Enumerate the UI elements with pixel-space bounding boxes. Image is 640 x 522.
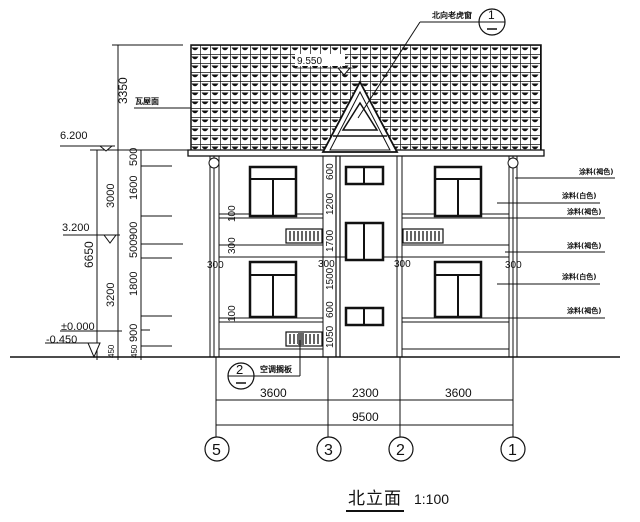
svg-text:450: 450	[107, 344, 116, 358]
svg-text:涂料(褐色): 涂料(褐色)	[567, 241, 601, 250]
svg-text:900: 900	[128, 222, 140, 240]
svg-text:300: 300	[207, 260, 224, 271]
svg-text:3000: 3000	[105, 184, 117, 208]
windows	[248, 165, 483, 327]
ac-shelf-2f-right	[402, 228, 444, 244]
svg-text:300: 300	[318, 259, 335, 270]
svg-text:-0.450: -0.450	[46, 334, 77, 346]
bottom-dimensions	[215, 357, 514, 430]
svg-text:9500: 9500	[352, 410, 379, 424]
axis-1: 1	[500, 430, 526, 462]
finish-labels	[497, 177, 615, 319]
svg-text:±0.000: ±0.000	[61, 321, 95, 333]
svg-text:2300: 2300	[352, 386, 379, 400]
axis-2: 2	[388, 430, 414, 462]
svg-text:6650: 6650	[82, 241, 96, 268]
svg-text:600: 600	[325, 301, 336, 318]
ac-shelf-callout: 2 空调搁板	[227, 340, 301, 390]
svg-text:3200: 3200	[105, 283, 117, 307]
svg-text:100: 100	[227, 305, 238, 322]
svg-text:3350: 3350	[116, 77, 130, 104]
svg-text:空调搁板: 空调搁板	[260, 364, 293, 374]
drawing-scale: 1:100	[414, 491, 450, 507]
svg-text:1500: 1500	[325, 267, 336, 290]
svg-text:300: 300	[505, 260, 522, 271]
svg-text:1700: 1700	[325, 229, 336, 252]
left-dimension-text: 3350 6.200 3.200 ±0.000 -0.450 6650 3000…	[46, 77, 140, 358]
svg-text:300: 300	[227, 237, 238, 254]
svg-text:涂料(褐色): 涂料(褐色)	[567, 207, 601, 216]
svg-text:1600: 1600	[128, 176, 140, 200]
stair-window-low	[344, 306, 385, 327]
svg-text:2: 2	[396, 442, 405, 459]
svg-text:450: 450	[130, 344, 139, 358]
svg-text:涂料(褐色): 涂料(褐色)	[567, 306, 601, 315]
svg-text:涂料(白色): 涂料(白色)	[562, 272, 596, 281]
svg-text:瓦屋面: 瓦屋面	[135, 96, 159, 106]
stair-window-top	[344, 165, 385, 186]
svg-text:3600: 3600	[260, 386, 287, 400]
svg-text:2: 2	[236, 362, 243, 377]
stair-window-mid	[344, 221, 385, 262]
svg-text:涂料(白色): 涂料(白色)	[562, 191, 596, 200]
svg-text:1: 1	[508, 442, 517, 459]
window-2f-left	[248, 165, 298, 218]
svg-text:500: 500	[128, 148, 140, 166]
dormer-callout: 北向老虎窗 1	[357, 8, 506, 119]
svg-text:500: 500	[128, 240, 140, 258]
window-1f-left	[248, 260, 298, 319]
svg-text:3600: 3600	[445, 386, 472, 400]
svg-text:1800: 1800	[128, 272, 140, 296]
axis-markers: 5 3 2 1	[204, 425, 526, 462]
axis-3: 3	[316, 430, 342, 462]
dormer-window	[321, 80, 399, 153]
bottom-dimension-text: 3600 2300 3600 9500	[260, 386, 472, 424]
svg-text:100: 100	[227, 205, 238, 222]
svg-text:300: 300	[394, 259, 411, 270]
left-dimensions	[45, 44, 191, 360]
svg-text:涂料(褐色): 涂料(褐色)	[579, 167, 613, 176]
svg-text:9.550: 9.550	[297, 56, 322, 67]
svg-text:6.200: 6.200	[60, 130, 88, 142]
middle-dimensions: 600 1200 1700 1500 600 1050	[325, 163, 336, 348]
roof: 9.550	[187, 44, 545, 157]
svg-text:900: 900	[128, 324, 140, 342]
window-1f-right	[433, 260, 483, 319]
svg-text:3: 3	[324, 442, 333, 459]
ridge-elevation-mark: 9.550	[295, 54, 355, 76]
svg-text:1050: 1050	[325, 325, 336, 348]
facade-dimensions: 100 300 300 300 300 300 100	[207, 205, 522, 322]
window-2f-right	[433, 165, 483, 218]
drawing-title: 北立面	[346, 484, 404, 512]
ac-shelf-1f-left	[285, 331, 323, 347]
ac-shelf-2f-left	[285, 228, 323, 244]
svg-text:600: 600	[325, 163, 336, 180]
svg-text:北向老虎窗: 北向老虎窗	[432, 10, 472, 20]
axis-5: 5	[204, 425, 230, 462]
svg-text:1200: 1200	[325, 192, 336, 215]
svg-text:3.200: 3.200	[62, 222, 90, 234]
roof-label: 瓦屋面	[134, 96, 191, 109]
svg-text:1: 1	[488, 8, 495, 22]
finish-label-text: 涂料(褐色) 涂料(白色) 涂料(褐色) 涂料(褐色) 涂料(白色) 涂料(褐色…	[562, 167, 613, 315]
drawing-title-block: 北立面 1:100	[346, 484, 449, 512]
svg-text:5: 5	[212, 442, 221, 459]
ac-shelves	[285, 228, 444, 347]
